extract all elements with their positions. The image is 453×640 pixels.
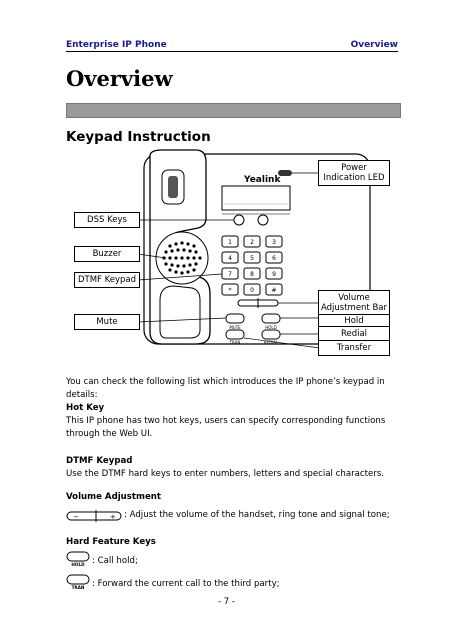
svg-text:#: #: [271, 287, 276, 294]
redial-key-label: REDIAL: [264, 340, 279, 345]
mute-key-label: MUTE: [229, 325, 241, 330]
lcd-screen: [221, 185, 291, 211]
volume-bar-icon: − +: [66, 507, 122, 522]
svg-text:3: 3: [272, 239, 276, 246]
header-rule: [66, 51, 398, 52]
hot-key-title: Hot Key: [66, 403, 105, 413]
svg-text:5: 5: [250, 255, 254, 262]
section-title: Keypad Instruction: [66, 129, 211, 145]
svg-text:TRAN: TRAN: [72, 585, 85, 590]
svg-text:2: 2: [250, 239, 254, 246]
header-right: Overview: [350, 40, 398, 50]
svg-text:9: 9: [272, 271, 276, 278]
intro-text: You can check the following list which i…: [66, 377, 385, 400]
svg-text:1: 1: [228, 239, 232, 246]
section-divider-bar: [66, 103, 401, 118]
callout-transfer: Transfer: [318, 340, 390, 356]
hot-key-text: This IP phone has two hot keys, users ca…: [66, 416, 386, 439]
callout-dtmf-keypad: DTMF Keypad: [74, 272, 140, 288]
svg-text:+: +: [110, 513, 116, 521]
dtmf-keypad: 1 2 3 4 5 6 7 8 9 * 0 #: [221, 235, 283, 296]
callout-volume-bar: Volume Adjustment Bar: [318, 290, 390, 316]
dss-key-1: [233, 214, 245, 226]
header-left: Enterprise IP Phone: [66, 40, 167, 50]
hold-key: [261, 313, 281, 324]
svg-text:7: 7: [228, 271, 232, 278]
callout-dss-keys: DSS Keys: [74, 212, 140, 228]
power-led: [278, 170, 292, 176]
hold-key-label: HOLD: [265, 325, 276, 330]
svg-text:4: 4: [228, 255, 232, 262]
phone-illustration: Yealink 1 2 3 4 5 6 7 8 9 * 0 # MUTE HOL…: [137, 149, 371, 349]
volume-text: : Adjust the volume of the handset, ring…: [124, 510, 390, 520]
brand-logo: Yealink: [243, 175, 281, 185]
tran-key-label: TRAN: [229, 340, 241, 345]
page-number: - 7 -: [218, 597, 235, 607]
dtmf-title: DTMF Keypad: [66, 456, 133, 466]
tran-text: : Forward the current call to the third …: [92, 579, 280, 589]
volume-title: Volume Adjustment: [66, 492, 162, 502]
svg-text:6: 6: [272, 255, 276, 262]
handset-earpiece: [159, 285, 201, 339]
svg-text:0: 0: [250, 287, 254, 294]
svg-text:−: −: [73, 513, 79, 521]
tran-key: [225, 329, 245, 340]
dss-key-2: [257, 214, 269, 226]
hold-text: : Call hold;: [92, 556, 138, 566]
svg-text:HOLD: HOLD: [71, 562, 85, 567]
svg-text:*: *: [229, 287, 232, 294]
callout-buzzer: Buzzer: [74, 246, 140, 262]
svg-text:8: 8: [250, 271, 254, 278]
hard-keys-title: Hard Feature Keys: [66, 537, 156, 547]
hookswitch: [168, 176, 178, 198]
callout-power-led: Power Indication LED: [318, 160, 390, 186]
dtmf-text: Use the DTMF hard keys to enter numbers,…: [66, 469, 385, 479]
callout-mute: Mute: [74, 314, 140, 330]
page-title: Overview: [66, 66, 173, 91]
tran-key-icon: TRAN: [66, 574, 90, 590]
redial-key: [261, 329, 281, 340]
hold-key-icon: HOLD: [66, 551, 90, 567]
mute-key: [225, 313, 245, 324]
